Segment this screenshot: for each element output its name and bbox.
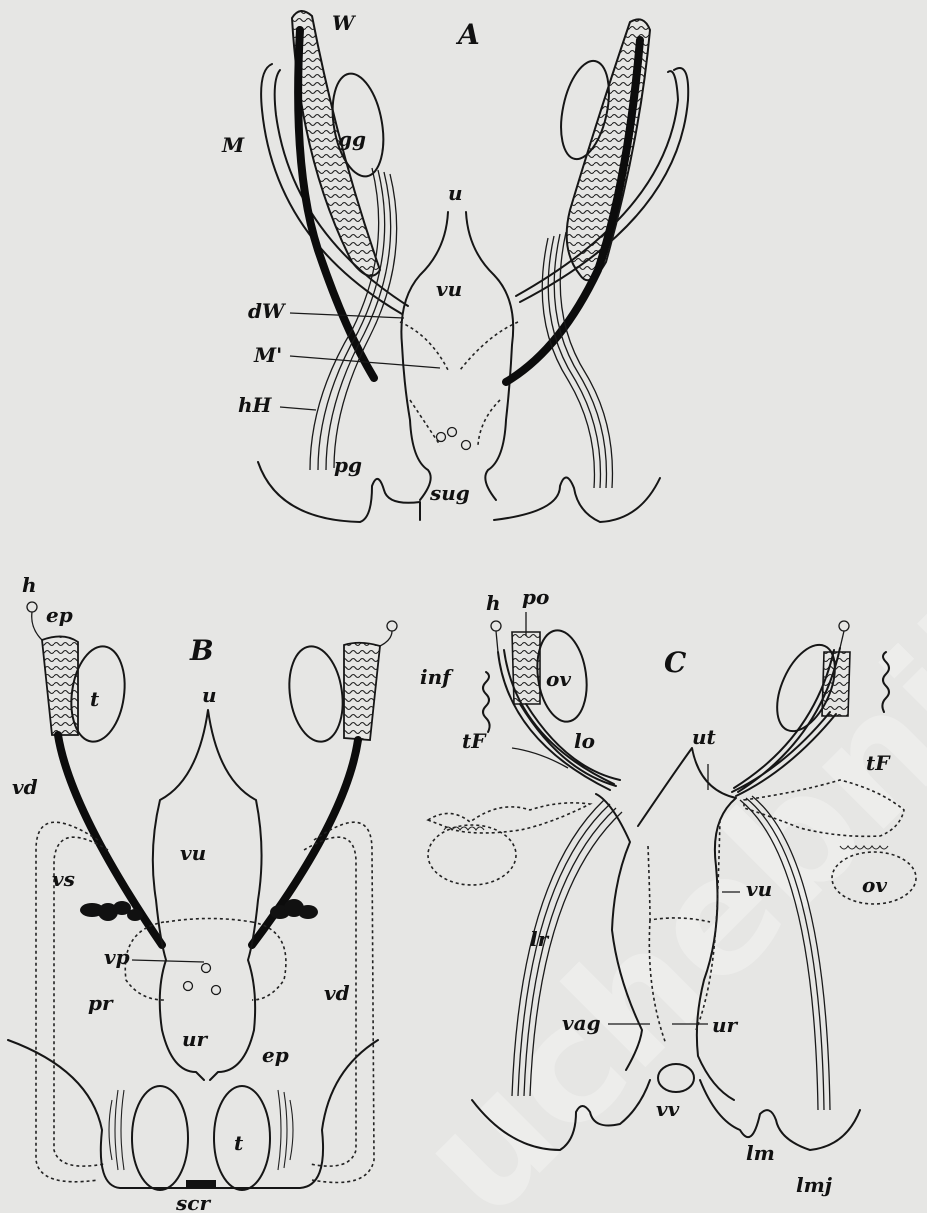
- panel-b-orifice: [202, 964, 211, 973]
- label-vu: vu: [180, 841, 206, 865]
- panel-b: B h ep t u vd vu vs vp pr ur vd ep t scr: [8, 573, 397, 1213]
- panel-b-hydatid-stalk-right: [380, 631, 392, 646]
- label-vu: vu: [746, 877, 772, 901]
- panel-b-orifice: [212, 986, 221, 995]
- panel-b-hydatid-left: [27, 602, 37, 612]
- panel-a: A W gg M u vu dW M' hH pg sug: [221, 11, 688, 522]
- label-lo: lo: [574, 729, 595, 753]
- panel-c-infundibulum-left: [483, 672, 490, 732]
- label-hH: hH: [238, 393, 273, 417]
- label-h: h: [22, 573, 37, 597]
- label-u: u: [448, 181, 463, 205]
- label-vd: vd: [12, 775, 38, 799]
- panel-b-epididymis-lower-right: [278, 1090, 293, 1170]
- panel-b-hydatid-stalk-left: [32, 612, 42, 640]
- label-lr: lr: [530, 927, 550, 951]
- label-t: t: [234, 1131, 244, 1155]
- label-M: M: [221, 133, 245, 157]
- label-ut: ut: [692, 725, 717, 749]
- label-W: W: [332, 11, 357, 35]
- panel-a-orifice: [437, 433, 446, 442]
- label-u: u: [202, 683, 217, 707]
- panel-c-title: C: [664, 646, 687, 679]
- label-po: po: [522, 585, 549, 609]
- label-pr: pr: [88, 991, 114, 1015]
- label-pg: pg: [334, 453, 362, 477]
- label-gg: gg: [338, 127, 366, 151]
- label-dW: dW: [248, 299, 287, 323]
- label-h: h: [486, 591, 501, 615]
- label-tF: tF: [866, 751, 891, 775]
- panel-b-testis-upper-right: [284, 643, 349, 745]
- label-ur: ur: [712, 1013, 739, 1037]
- label-vu: vu: [436, 277, 462, 301]
- label-ep: ep: [46, 603, 73, 627]
- label-vs: vs: [52, 867, 75, 891]
- label-ur: ur: [182, 1027, 209, 1051]
- panel-b-leader-vp: [132, 960, 204, 962]
- panel-c-hydatid-right: [839, 621, 849, 631]
- panel-b-seminal-vesicle-right: [270, 899, 318, 919]
- label-lmj: lmj: [796, 1173, 833, 1197]
- label-tF: tF: [462, 729, 487, 753]
- panel-c-hydatid-stalk-left: [496, 631, 498, 652]
- panel-a-bladder: [401, 212, 513, 500]
- label-vv: vv: [656, 1097, 680, 1121]
- panel-b-hydatid-right: [387, 621, 397, 631]
- label-t: t: [90, 687, 100, 711]
- label-scr: scr: [175, 1191, 211, 1213]
- panel-b-raphe: [186, 1180, 216, 1188]
- panel-b-title: B: [189, 634, 214, 667]
- panel-b-orifice: [184, 982, 193, 991]
- label-sug: sug: [429, 481, 470, 505]
- panel-b-epididymis-right: [344, 643, 380, 740]
- panel-c-hydatid-stalk-right: [840, 631, 844, 648]
- panel-a-leader-hH: [280, 407, 316, 410]
- panel-c-ovary-lower-left: [428, 825, 516, 885]
- label-vd: vd: [324, 981, 350, 1005]
- panel-a-orifice: [448, 428, 457, 437]
- label-lm: lm: [746, 1141, 775, 1165]
- panel-c-ovary-lower-left-fringe: [428, 803, 590, 833]
- panel-b-epididymis-lower-left: [109, 1090, 124, 1170]
- panel-b-scrotum-outline: [8, 1040, 378, 1188]
- panel-a-wolffian-body-left: [292, 11, 380, 276]
- panel-a-orifice: [462, 441, 471, 450]
- label-ov: ov: [546, 667, 571, 691]
- panel-a-inner-dotted: [400, 322, 518, 445]
- label-vag: vag: [562, 1011, 601, 1035]
- panel-b-testis-lower-left: [132, 1086, 188, 1190]
- panel-a-title: A: [455, 18, 480, 51]
- label-ov: ov: [862, 873, 887, 897]
- panel-c-hydatid-left: [491, 621, 501, 631]
- label-vp: vp: [104, 945, 130, 969]
- label-M-prime: M': [253, 343, 282, 367]
- label-ep: ep: [262, 1043, 289, 1067]
- label-inf: inf: [420, 665, 454, 689]
- panel-b-bladder: [153, 710, 262, 1080]
